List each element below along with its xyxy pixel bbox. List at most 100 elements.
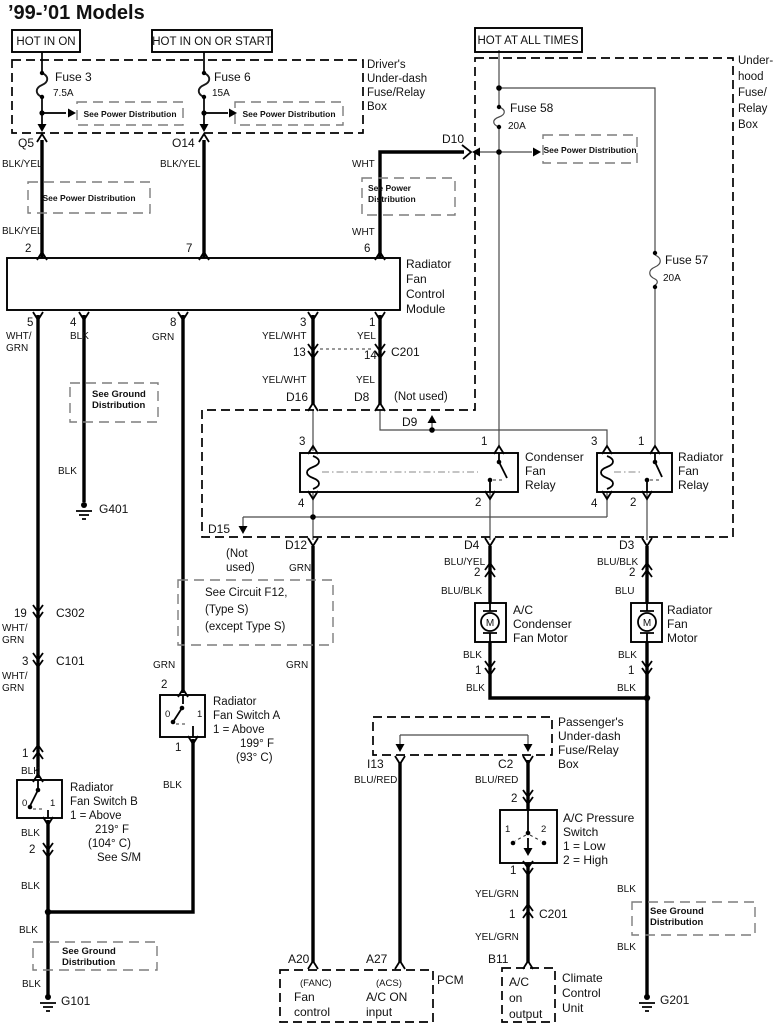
pin-label: 2 bbox=[475, 497, 481, 509]
pin-label: 6 bbox=[364, 243, 370, 255]
radiator-relay-label: Radiator bbox=[678, 450, 723, 464]
ground-label-g101: G101 bbox=[61, 994, 91, 1008]
wire-color-label: BLU/RED bbox=[354, 775, 397, 786]
connector-label-d3: D3 bbox=[619, 538, 635, 552]
wire-color-label: BLU bbox=[615, 586, 634, 597]
underhood-box bbox=[201, 57, 734, 538]
connector-label-c101: C101 bbox=[56, 654, 85, 668]
switch-a-label: Fan Switch A bbox=[213, 710, 280, 722]
reference-note-boxes bbox=[27, 101, 756, 971]
radiator-relay-label: Fan bbox=[678, 464, 699, 478]
pin-label: 2 bbox=[511, 793, 517, 805]
see-power-note: See Power Distribution bbox=[42, 193, 135, 203]
fuse58-amps: 20A bbox=[508, 121, 526, 132]
condenser-relay-label: Relay bbox=[525, 478, 556, 492]
f12-note: See Circuit F12, bbox=[205, 587, 287, 599]
connector-a27-icon bbox=[394, 960, 406, 970]
switch-position-label: 2 bbox=[541, 824, 546, 835]
hot-at-all-times-label: HOT AT ALL TIMES bbox=[478, 35, 579, 47]
connector-label-d10: D10 bbox=[442, 132, 464, 146]
wire-color-label: YEL bbox=[357, 331, 376, 342]
pin-label: 1 bbox=[481, 436, 487, 448]
wire-color-label: BLK/YEL bbox=[2, 159, 43, 170]
wire-color-label: YEL/WHT bbox=[262, 375, 306, 386]
see-ground-note: See Ground bbox=[650, 906, 704, 917]
climate-output-label: output bbox=[509, 1007, 543, 1021]
ac-motor-label: Condenser bbox=[513, 617, 572, 631]
climate-unit-label: Control bbox=[562, 986, 601, 1000]
wire-color-label: WHT bbox=[352, 159, 375, 170]
see-power-note: Distribution bbox=[368, 194, 416, 204]
pin-label: 3 bbox=[299, 436, 305, 448]
motor-m-symbol: M bbox=[643, 618, 651, 629]
module-label: Radiator bbox=[406, 257, 451, 271]
wire-color-label: BLK bbox=[21, 881, 40, 892]
see-ground-note: Distribution bbox=[62, 957, 115, 968]
see-power-note: See Power bbox=[368, 183, 412, 193]
switch-b-label: Fan Switch B bbox=[70, 796, 138, 808]
not-used-note: used) bbox=[226, 562, 255, 574]
pin-label: 4 bbox=[70, 317, 77, 329]
switch-position-label: 0 bbox=[165, 709, 170, 720]
wire-color-label: YEL/WHT bbox=[262, 331, 306, 342]
condenser-relay-label: Condenser bbox=[525, 450, 584, 464]
wire-color-label: BLK bbox=[617, 942, 636, 953]
pin-label: 3 bbox=[22, 656, 28, 668]
switch-a-label: (93° C) bbox=[236, 752, 273, 764]
main-wires bbox=[36, 140, 649, 995]
wire-color-label: BLK bbox=[617, 683, 636, 694]
wire-color-label: BLK bbox=[22, 979, 41, 990]
module-label: Module bbox=[406, 302, 446, 316]
connector-label-a27: A27 bbox=[366, 952, 388, 966]
see-circuit-f12-box bbox=[177, 579, 334, 646]
connector-label-q5: Q5 bbox=[18, 136, 34, 150]
connector-label-i13: I13 bbox=[367, 757, 384, 771]
connector-i13-icon bbox=[394, 755, 406, 765]
pcm-pin-function: input bbox=[366, 1005, 393, 1019]
underhood-box-label: Relay bbox=[738, 103, 768, 115]
junction-dots bbox=[39, 70, 658, 916]
pin-label: 1 bbox=[369, 317, 375, 329]
connector-label-c201: C201 bbox=[391, 345, 420, 359]
connector-label-o14: O14 bbox=[172, 136, 195, 150]
wire-color-label: BLK bbox=[618, 650, 637, 661]
radiator-motor-label: Fan bbox=[667, 617, 688, 631]
pressure-switch-label: A/C Pressure bbox=[563, 811, 635, 825]
radiator-relay-label: Relay bbox=[678, 478, 709, 492]
dashed-unit-boxes bbox=[11, 57, 734, 1023]
hot-in-on-or-start-label: HOT IN ON OR START bbox=[152, 36, 271, 48]
pcm-box bbox=[279, 969, 434, 1023]
pin-label: 2 bbox=[29, 844, 35, 856]
radiator-relay-coil bbox=[600, 455, 614, 490]
fuse57-label: Fuse 57 bbox=[665, 253, 709, 267]
wire-color-label: GRN bbox=[152, 332, 174, 343]
connector-a20-icon bbox=[307, 960, 319, 970]
wire-color-label: BLK bbox=[58, 466, 77, 477]
pin-label: 8 bbox=[170, 317, 176, 329]
wire-color-label: BLK/YEL bbox=[160, 159, 201, 170]
wire-color-label: GRN bbox=[6, 343, 28, 354]
pcm-pin-function: A/C ON bbox=[366, 990, 407, 1004]
wire-color-label: BLK bbox=[463, 650, 482, 661]
switch-b-label: 1 = Above bbox=[70, 810, 121, 822]
module-label: Control bbox=[406, 287, 445, 301]
see-ground-note: See Ground bbox=[62, 946, 116, 957]
module-label: Fan bbox=[406, 272, 427, 286]
wire-color-label: BLK bbox=[163, 780, 182, 791]
hot-in-on-label: HOT IN ON bbox=[16, 36, 75, 48]
wire-color-label: GRN bbox=[2, 635, 24, 646]
pin-label: 2 bbox=[474, 567, 480, 579]
wire-color-label: BLK bbox=[466, 683, 485, 694]
pin-label: 5 bbox=[27, 317, 33, 329]
connector-d10-icon bbox=[461, 144, 473, 160]
wire-color-label: GRN bbox=[153, 660, 175, 671]
condenser-relay-coil bbox=[306, 455, 320, 490]
passenger-box-label: Passenger's bbox=[558, 715, 624, 729]
climate-output-label: A/C bbox=[509, 975, 529, 989]
pin-label: 1 bbox=[22, 748, 28, 760]
ground-g201-icon bbox=[638, 993, 656, 1012]
connector-label-d9: D9 bbox=[402, 415, 418, 429]
